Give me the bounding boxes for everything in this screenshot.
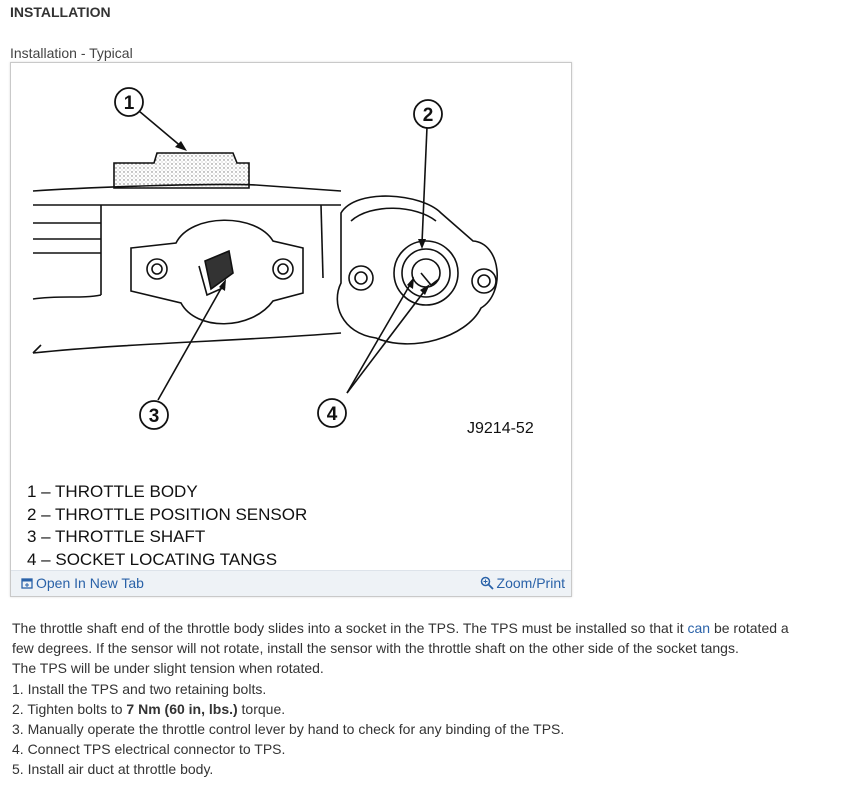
legend-item: 1 – THROTTLE BODY [27, 482, 198, 501]
callout-number: 2 [423, 105, 434, 126]
legend-item: 2 – THROTTLE POSITION SENSOR [27, 505, 307, 524]
zoom-print-link[interactable]: Zoom/Print [480, 575, 565, 591]
figure-id: J9214-52 [467, 420, 534, 437]
callout-number: 4 [327, 404, 338, 425]
tension-note: The TPS will be under slight tension whe… [12, 660, 324, 677]
step-1: 1. Install the TPS and two retaining bol… [12, 680, 267, 697]
callout-arrows [175, 141, 430, 295]
figure-toolbar: Open In New Tab Zoom/Print [11, 570, 571, 596]
figure-caption: Installation - Typical [10, 45, 133, 61]
throttle-body-drawing [32, 152, 498, 354]
torque-spec: 7 Nm (60 in, lbs.) [126, 700, 238, 717]
callout-number: 1 [124, 93, 135, 114]
installation-diagram: 1 2 3 4 J9214-52 1 – THROTTLE BODY 2 – T… [27, 87, 534, 569]
step-3: 3. Manually operate the throttle control… [12, 721, 565, 738]
intro-text-continued: be rotated a few degrees. If the sensor … [12, 620, 789, 657]
legend-item: 4 – SOCKET LOCATING TANGS [27, 550, 277, 569]
callout-markers [114, 87, 443, 430]
instructions-text: The throttle shaft end of the throttle b… [12, 618, 812, 780]
step-2: 2. Tighten bolts to 7 Nm (60 in, lbs.) t… [12, 699, 812, 719]
step-5: 5. Install air duct at throttle body. [12, 761, 214, 778]
callout-number: 3 [149, 406, 160, 427]
open-in-new-tab-label: Open In New Tab [36, 575, 144, 591]
new-tab-icon [21, 578, 33, 589]
inline-link[interactable]: can [687, 620, 711, 636]
zoom-icon [480, 576, 494, 590]
callout-leaders [138, 110, 428, 401]
step-2-prefix: 2. Tighten bolts to [12, 700, 127, 717]
step-4: 4. Connect TPS electrical connector to T… [12, 741, 286, 758]
intro-paragraph: The throttle shaft end of the throttle b… [12, 618, 812, 658]
open-in-new-tab-link[interactable]: Open In New Tab [21, 575, 144, 591]
step-2-suffix: torque. [237, 700, 286, 717]
legend-item: 3 – THROTTLE SHAFT [27, 527, 205, 546]
zoom-print-label: Zoom/Print [496, 575, 565, 591]
figure-container: 1 2 3 4 J9214-52 1 – THROTTLE BODY 2 – T… [10, 62, 572, 597]
section-heading: INSTALLATION [10, 4, 111, 20]
intro-text: The throttle shaft end of the throttle b… [12, 620, 688, 636]
